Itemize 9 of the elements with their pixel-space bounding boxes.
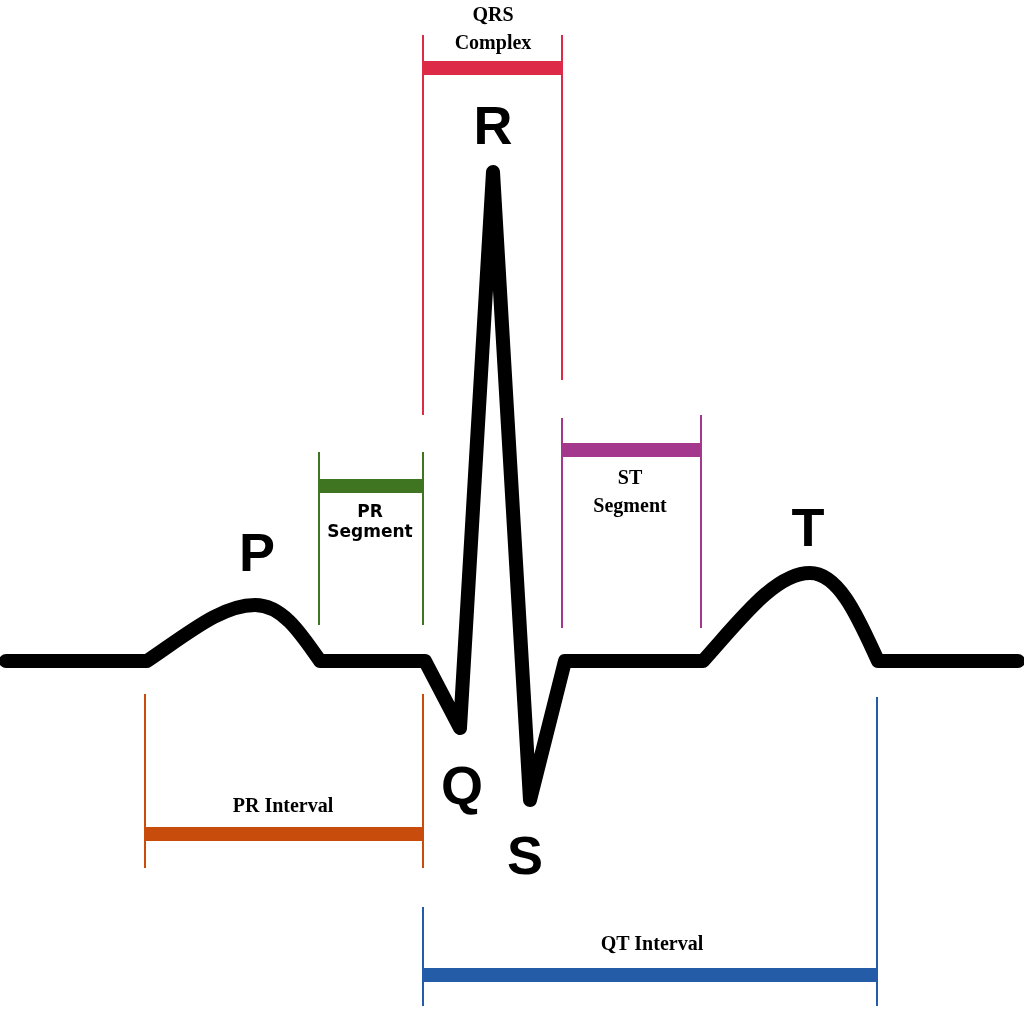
peak-label: S: [507, 828, 543, 882]
interval-label: ST Segment: [593, 465, 667, 519]
interval-label: PR Interval: [232, 793, 334, 818]
peak-label: T: [791, 500, 825, 554]
peak-label: P: [239, 525, 275, 579]
interval-label: PR Segment: [327, 501, 413, 541]
peak-label: R: [473, 98, 513, 152]
interval-label: QT Interval: [600, 931, 704, 956]
interval-label: QRS Complex: [454, 2, 532, 56]
